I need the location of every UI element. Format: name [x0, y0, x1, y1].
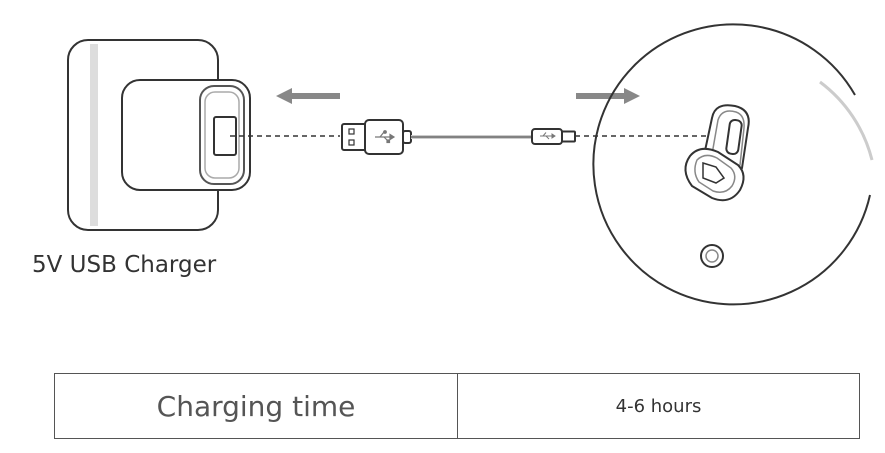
usb-icon-small [540, 132, 556, 140]
left-arrow-icon [276, 88, 340, 104]
charging-diagram [67, 23, 874, 306]
usb-a-plug [341, 119, 412, 155]
device-button [700, 244, 724, 268]
charger-usb-port [213, 116, 237, 156]
table-row: Charging time 4-6 hours [54, 373, 860, 439]
device [592, 23, 874, 306]
usb-icon [375, 130, 396, 144]
charging-spec-table: Charging time 4-6 hours [54, 373, 860, 439]
micro-usb-plug [531, 128, 576, 145]
charging-time-value: 4-6 hours [457, 373, 860, 439]
charging-time-label: Charging time [54, 373, 458, 439]
charger-label: 5V USB Charger [32, 252, 217, 278]
wall-charger [67, 39, 251, 231]
device-body [592, 23, 871, 306]
device-port-cover [684, 104, 750, 202]
right-arrow-icon [576, 88, 640, 104]
